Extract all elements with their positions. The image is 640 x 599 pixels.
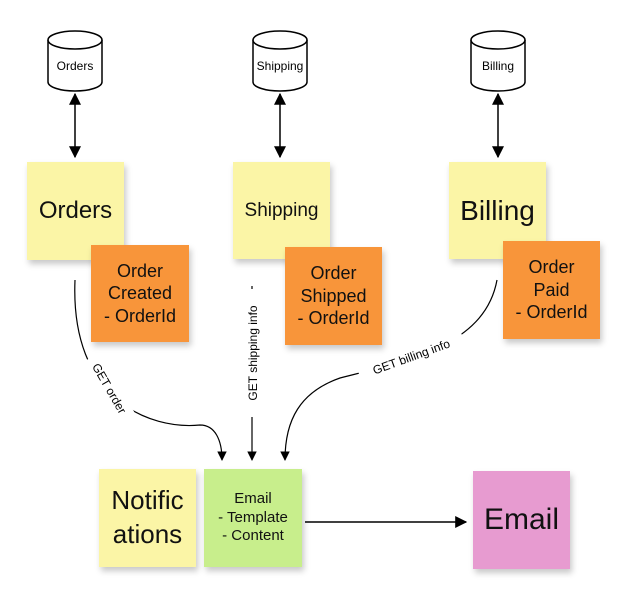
email-component-label: Email - Template - Content: [218, 489, 288, 545]
order-shipped-event-note: Order Shipped - OrderId: [285, 247, 382, 345]
get-order-label-group: GET order: [84, 352, 136, 424]
billing-database-icon: Billing: [470, 30, 526, 92]
billing-database-label: Billing: [482, 59, 514, 73]
order-paid-event-note: Order Paid - OrderId: [503, 241, 600, 339]
orders-service-note: Orders: [27, 162, 124, 260]
orders-database-label: Orders: [57, 59, 94, 73]
order-shipped-event-label: Order Shipped - OrderId: [297, 263, 370, 329]
shipping-service-label: Shipping: [244, 199, 319, 221]
get-billing-connector: [280, 279, 498, 461]
shipping-database-label: Shipping: [257, 59, 304, 73]
shipping-database-icon: Shipping: [252, 30, 308, 92]
email-output-label: Email: [483, 503, 559, 537]
get-shipping-label-group: GET shipping info: [243, 289, 261, 417]
get-shipping-label: GET shipping info: [246, 305, 260, 400]
orders-service-label: Orders: [38, 197, 113, 224]
shipping-service-note: Shipping: [233, 162, 330, 259]
get-order-connector: [74, 279, 227, 461]
notifications-service-note: Notific ations: [99, 469, 196, 567]
order-paid-event-label: Order Paid - OrderId: [515, 257, 588, 323]
order-created-event-label: Order Created - OrderId: [103, 260, 177, 326]
orders-database-icon: Orders: [47, 30, 103, 92]
billing-service-label: Billing: [460, 195, 535, 226]
notifications-service-label: Notific ations: [111, 485, 184, 549]
email-component-note: Email - Template - Content: [204, 469, 302, 567]
email-output-note: Email: [473, 471, 570, 569]
order-created-event-note: Order Created - OrderId: [91, 245, 189, 342]
